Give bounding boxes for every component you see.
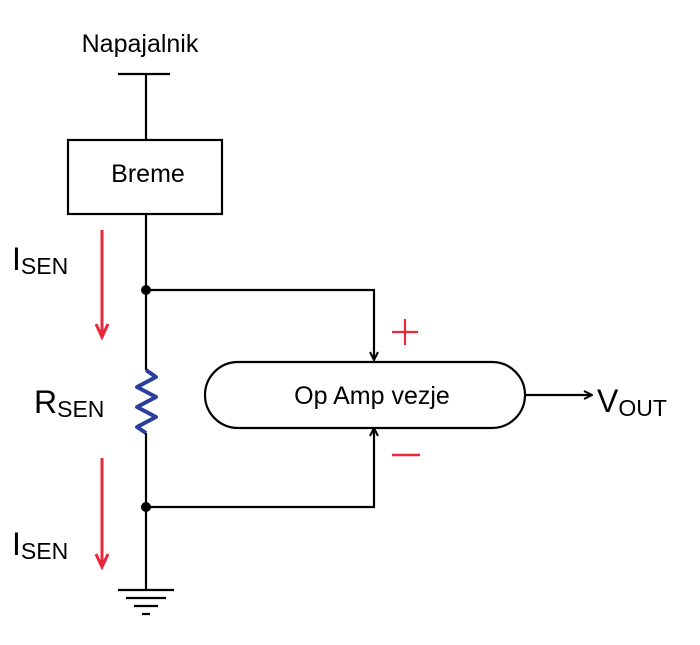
plus-sign-icon <box>392 319 418 345</box>
current-arrow-top-icon <box>94 230 110 341</box>
load-label: Breme <box>111 160 185 188</box>
current-label-top: ISEN <box>12 241 68 279</box>
load-box <box>66 138 224 216</box>
minus-input-wire <box>146 428 374 509</box>
current-arrow-bottom-icon <box>94 458 110 571</box>
output-label-sub: OUT <box>618 395 667 421</box>
output-label: VOUT <box>597 383 667 421</box>
current-label-top-sub: SEN <box>21 253 68 279</box>
opamp-label: Op Amp vezje <box>294 382 450 410</box>
resistor-label: RSEN <box>34 384 104 422</box>
ground-icon <box>118 588 174 616</box>
sense-resistor <box>135 368 158 435</box>
current-label-bottom-sub: SEN <box>21 538 68 564</box>
plus-input-wire <box>146 288 374 360</box>
resistor-label-sub: SEN <box>57 396 104 422</box>
supply-label: Napajalnik <box>82 30 199 58</box>
current-label-bottom: ISEN <box>12 526 68 564</box>
